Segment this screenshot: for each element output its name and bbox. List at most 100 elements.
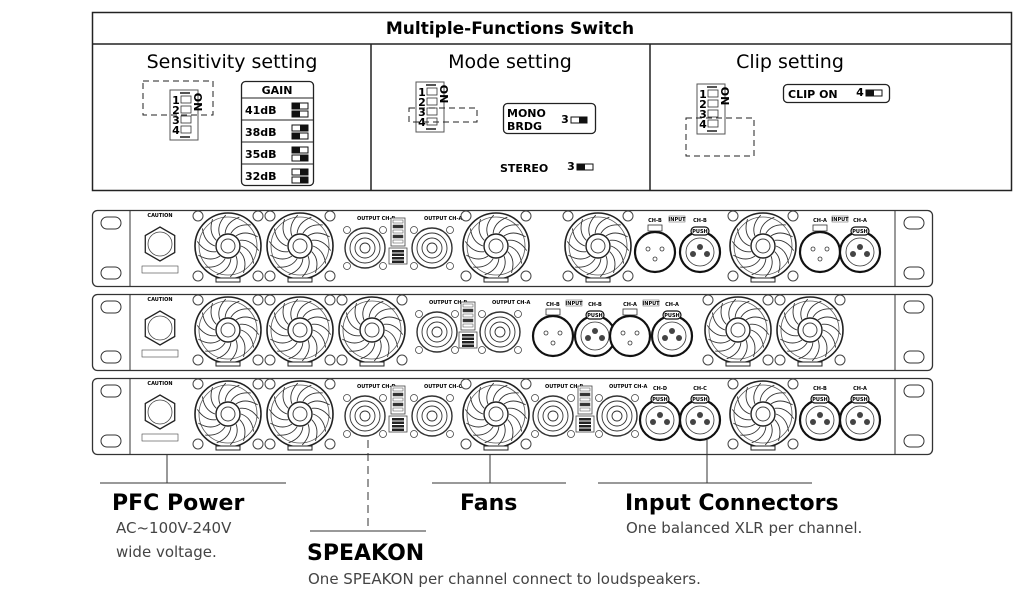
rack-mount-slot <box>100 350 122 364</box>
fan-screw-hole <box>264 294 276 306</box>
input-label-box <box>668 215 686 223</box>
callout-lines <box>100 440 812 532</box>
fan-screw-hole <box>264 438 276 450</box>
mode-heading: Mode setting <box>448 51 572 73</box>
xlr-input-male: CH-B <box>531 302 575 358</box>
pfc-power-inlet: CAUTION <box>141 381 179 442</box>
push-label: PUSH <box>587 313 603 319</box>
fan <box>727 378 799 451</box>
push-latch <box>850 394 870 404</box>
fan-screw-hole <box>520 210 532 222</box>
push-label: PUSH <box>692 397 708 403</box>
clip-on-label: CLIP ON <box>788 88 838 101</box>
input-channel-label: CH-C <box>693 386 707 392</box>
output-label: OUTPUT CH-D <box>357 384 396 390</box>
dip-number: 4 <box>418 116 426 129</box>
fan-screw-hole <box>192 270 204 282</box>
pfc-power-title: PFC Power <box>112 491 244 516</box>
output-label: OUTPUT CH-B <box>545 384 584 390</box>
xlr-input-female: PUSH CH-B <box>678 218 722 274</box>
clip-heading: Clip setting <box>736 51 844 73</box>
push-latch <box>585 310 605 320</box>
rack-mount-slot <box>100 266 122 280</box>
gain-row-label: 38dB <box>245 126 277 139</box>
dip-toggle <box>180 125 192 134</box>
fan-screw-hole <box>396 354 408 366</box>
fan <box>264 210 336 283</box>
dip-number: 3 <box>418 106 426 119</box>
fan-screw-hole <box>324 378 336 390</box>
speakon-output: OUTPUT CH-A <box>410 216 463 270</box>
fan <box>192 378 264 451</box>
switch-number: 3 <box>561 113 569 126</box>
dip-toggle <box>707 119 719 128</box>
dip-number: 4 <box>699 118 707 131</box>
pfc-power-inlet: CAUTION <box>141 297 179 358</box>
panel-dip-switch <box>388 385 408 433</box>
fan <box>774 294 846 367</box>
fan-screw-hole <box>192 378 204 390</box>
fan-screw-hole <box>727 210 739 222</box>
certification-marks <box>141 349 179 358</box>
input-channel-label: CH-A <box>813 218 827 224</box>
rack-mount-slot <box>100 434 122 448</box>
push-label: PUSH <box>652 397 668 403</box>
rack-mount-slot <box>100 300 122 314</box>
fan-screw-hole <box>787 378 799 390</box>
fan-screw-hole <box>336 294 348 306</box>
fan-screw-hole <box>324 270 336 282</box>
fan <box>702 294 774 367</box>
dip-toggle <box>426 97 438 106</box>
fan-screw-hole <box>460 438 472 450</box>
fan-screw-hole <box>787 270 799 282</box>
push-latch <box>810 394 830 404</box>
fan-screw-hole <box>702 294 714 306</box>
input-channel-label: CH-B <box>693 218 707 224</box>
switch-box: Multiple-Functions Switch Sensitivity se… <box>91 11 1013 192</box>
xlr-input-male: CH-A <box>608 302 652 358</box>
push-label: PUSH <box>852 229 868 235</box>
gain-row-label: 35dB <box>245 148 277 161</box>
rack-mount-slot <box>903 350 925 364</box>
speakon-output: OUTPUT CH-C <box>410 384 463 438</box>
speakon-output: OUTPUT CH-A <box>478 300 531 354</box>
fan-screw-hole <box>834 354 846 366</box>
pfc-power-desc: wide voltage. <box>116 543 217 561</box>
dip-number: 2 <box>172 104 180 117</box>
stereo-label: STEREO <box>500 162 548 175</box>
input-connectors-desc: One balanced XLR per channel. <box>626 519 862 537</box>
push-label: PUSH <box>692 229 708 235</box>
dip-number: 1 <box>172 94 180 107</box>
dip-on-label: ON <box>718 87 731 106</box>
fan-screw-hole <box>727 378 739 390</box>
fan-screw-hole <box>264 270 276 282</box>
panel-dip-switch <box>458 301 478 349</box>
push-label: PUSH <box>812 397 828 403</box>
input-label-box <box>831 215 849 223</box>
sensitivity-heading: Sensitivity setting <box>147 51 318 73</box>
fan-screw-hole <box>622 270 634 282</box>
gain-title: GAIN <box>262 84 293 97</box>
switch-number: 4 <box>856 86 864 99</box>
input-label: INPUT <box>668 217 686 223</box>
dip-number: 3 <box>699 108 707 121</box>
pfc-power-voltage: AC~100V-240V <box>116 519 232 537</box>
fan-screw-hole <box>520 438 532 450</box>
fan <box>460 210 532 283</box>
panel-dip-switch <box>388 217 408 265</box>
input-channel-label: CH-B <box>546 302 560 308</box>
dip-toggle <box>180 95 192 104</box>
gain-row-label: 41dB <box>245 104 277 117</box>
input-label: INPUT <box>565 301 583 307</box>
fan-screw-hole <box>762 294 774 306</box>
input-label-box <box>565 299 583 307</box>
dip-number: 2 <box>699 98 707 111</box>
speakon-output: OUTPUT CH-B <box>415 300 468 354</box>
